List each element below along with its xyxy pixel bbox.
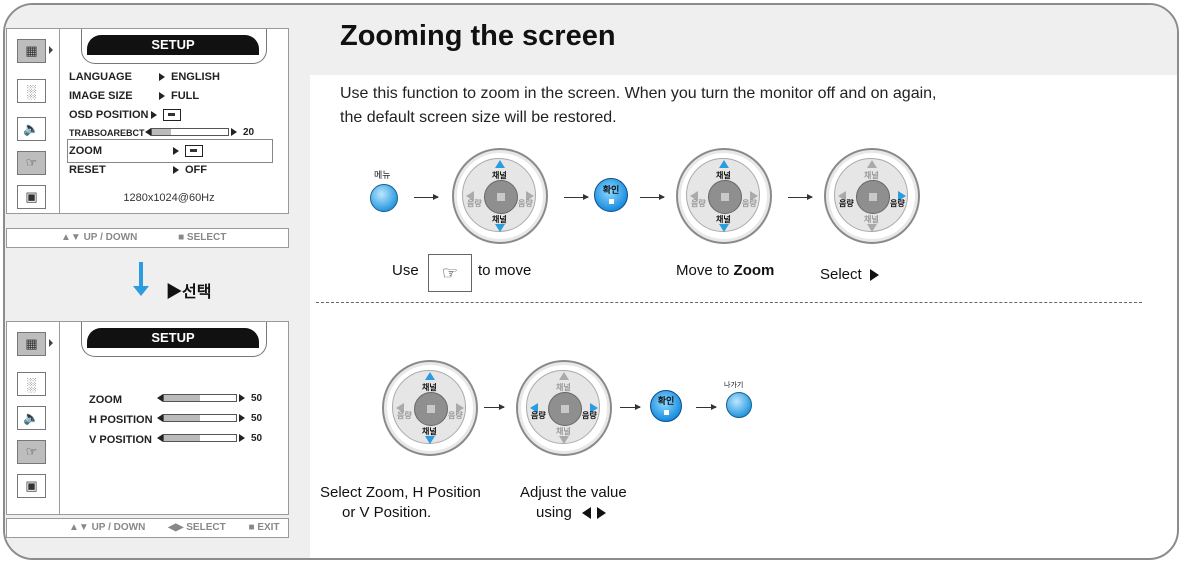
osd-row-transparency: TRABSOAREBCT [69, 128, 145, 138]
hand-pointer-icon: ☞ [17, 440, 46, 464]
osd-row-zoom: ZOOM [89, 394, 122, 406]
osd-zoom-menu: ▦ ░ 🔈 ☞ ▣ SETUP ZOOM 50 H POSITION 50 V … [6, 321, 289, 515]
osd-row-reset: RESET [69, 164, 106, 176]
osd-row-image-size: IMAGE SIZE [69, 90, 133, 102]
osd-header: SETUP [87, 35, 259, 55]
picture-icon: ▦ [17, 39, 53, 63]
joystick-left-right[interactable]: 채널 채널 음량 음량 [516, 360, 612, 456]
select-transition-label: ▶선택 [166, 284, 212, 301]
down-arrow-icon [133, 262, 149, 296]
osd-row-zoom-slider[interactable]: 50 [157, 393, 262, 404]
hand-pointer-icon: ☞ [428, 254, 472, 292]
select-square-icon: ■ [178, 232, 185, 243]
osd-icon-column: ▦ ░ 🔈 ☞ ▣ [7, 29, 60, 213]
osd-zoom-highlight [67, 139, 273, 163]
page-title: Zooming the screen [340, 20, 616, 52]
exit-square-icon: ■ [248, 522, 255, 533]
caption-select-zoom-1: Select Zoom, H Position [320, 484, 481, 501]
osd-row-h-position: H POSITION [89, 414, 153, 426]
flow-arrow [696, 404, 717, 410]
description: Use this function to zoom in the screen.… [340, 85, 937, 126]
screen-icon: ▣ [17, 474, 46, 498]
osd-header-frame [81, 29, 267, 64]
ok-button[interactable]: 확인 [650, 390, 682, 422]
hand-pointer-icon: ☞ [17, 151, 46, 175]
flow-arrow [640, 194, 665, 200]
speaker-icon: 🔈 [17, 406, 46, 430]
flow-arrow [620, 404, 641, 410]
leftright-icon: ◀▶ [168, 522, 184, 533]
flow-arrow [564, 194, 589, 200]
flow-arrow [484, 404, 505, 410]
osd-row-zoom: ZOOM [69, 145, 102, 157]
osd-row-osd-position-value [151, 109, 181, 122]
osd-icon-column: ▦ ░ 🔈 ☞ ▣ [7, 322, 60, 514]
osd-header: SETUP [87, 328, 259, 348]
window-icon [185, 145, 203, 158]
osd-footer: ▲▼ UP / DOWN ◀▶ SELECT ■ EXIT [6, 518, 289, 538]
osd-row-osd-position: OSD POSITION [69, 109, 149, 121]
color-icon: ░ [17, 372, 46, 396]
left-triangle-icon [582, 507, 592, 520]
right-triangle-icon [597, 507, 607, 520]
caption-select: Select [820, 266, 879, 283]
window-icon [163, 109, 181, 122]
updown-icon: ▲▼ [69, 522, 89, 533]
right-triangle-icon [869, 269, 879, 282]
osd-footer: ▲▼ UP / DOWN ■ SELECT [6, 228, 289, 248]
osd-row-v-position: V POSITION [89, 434, 152, 446]
title-bar [310, 5, 1177, 75]
osd-row-image-size-value: FULL [159, 90, 199, 102]
section-divider [316, 302, 1142, 303]
menu-button[interactable] [370, 184, 398, 212]
picture-icon: ▦ [17, 332, 53, 356]
joystick-up-down[interactable]: 채널 채널 음량 음량 [382, 360, 478, 456]
osd-row-language: LANGUAGE [69, 71, 132, 83]
exit-button-label: 나가기 [724, 382, 744, 389]
joystick-right[interactable]: 채널 채널 음량 음량 [824, 148, 920, 244]
updown-icon: ▲▼ [61, 232, 81, 243]
exit-button[interactable] [726, 392, 752, 418]
caption-adjust-1: Adjust the value [520, 484, 627, 501]
color-icon: ░ [17, 79, 46, 103]
osd-header-frame [81, 322, 267, 357]
joystick-up-down[interactable]: 채널 채널 음량 음량 [452, 148, 548, 244]
screen-icon: ▣ [17, 185, 46, 209]
flow-arrow [788, 194, 813, 200]
osd-setup-menu: ▦ ░ 🔈 ☞ ▣ SETUP LANGUAGE ENGLISH IMAGE S… [6, 28, 289, 214]
caption-select-zoom-2: or V Position. [342, 504, 432, 521]
joystick-up-down[interactable]: 채널 채널 음량 음량 [676, 148, 772, 244]
osd-row-h-position-slider[interactable]: 50 [157, 413, 262, 424]
osd-row-language-value: ENGLISH [159, 71, 220, 83]
speaker-icon: 🔈 [17, 117, 46, 141]
flow-arrow [414, 194, 439, 200]
ok-button[interactable]: 확인 [594, 178, 628, 212]
osd-row-reset-value: OFF [173, 164, 207, 176]
caption-adjust-2: using [536, 504, 607, 521]
osd-row-transparency-value: 20 [145, 127, 254, 138]
osd-resolution: 1280x1024@60Hz [123, 192, 215, 204]
caption-use: Use [392, 262, 419, 279]
osd-row-zoom-value [173, 145, 203, 158]
caption-move-to-zoom: Move to Zoom [676, 262, 775, 279]
osd-row-v-position-slider[interactable]: 50 [157, 433, 262, 444]
menu-button-label: 메뉴 [374, 170, 391, 180]
caption-to-move: to move [478, 262, 532, 279]
transparency-bar [151, 128, 229, 137]
